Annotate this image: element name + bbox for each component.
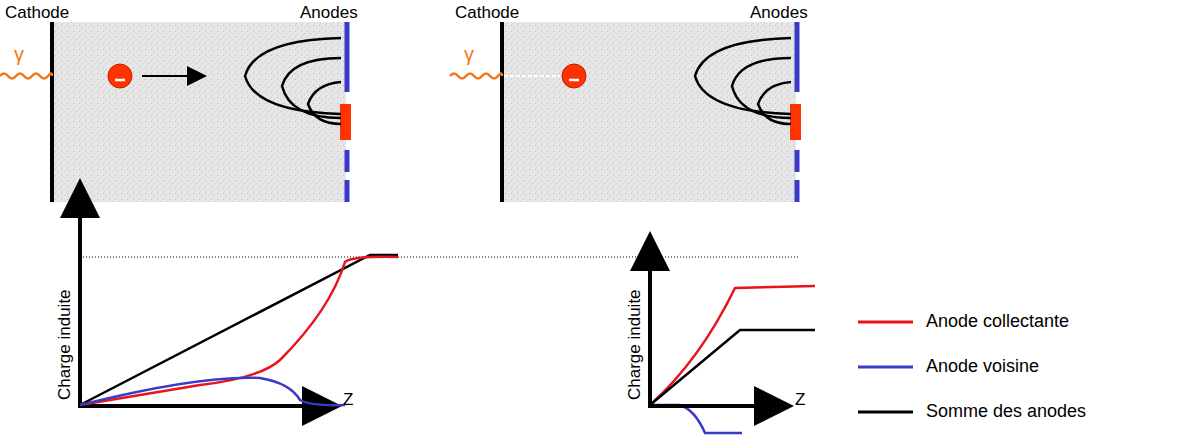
axis-label: Charge induite	[56, 289, 73, 400]
saturation-line	[80, 257, 800, 258]
gamma-symbol: γ	[464, 44, 474, 64]
axis-label: Charge induite	[626, 289, 643, 400]
electrode-label: Cathode	[5, 4, 69, 21]
legend-line	[858, 411, 913, 414]
right-plot	[648, 235, 815, 433]
legend-text: Anode voisine	[926, 357, 1039, 375]
left-detector	[0, 22, 351, 202]
legend-text: Anode collectante	[926, 312, 1069, 330]
axis-label: Z	[343, 391, 353, 408]
electrode-label: Anodes	[300, 4, 358, 21]
legend-line	[858, 366, 913, 369]
electrode-label: Anodes	[750, 4, 808, 21]
legend-line	[858, 321, 913, 324]
left-plot	[78, 182, 398, 406]
right-detector	[450, 22, 801, 202]
legend-text: Somme des anodes	[926, 402, 1086, 420]
gamma-symbol: γ	[14, 44, 24, 64]
electrode-label: Cathode	[455, 4, 519, 21]
axis-label: Z	[795, 391, 805, 408]
